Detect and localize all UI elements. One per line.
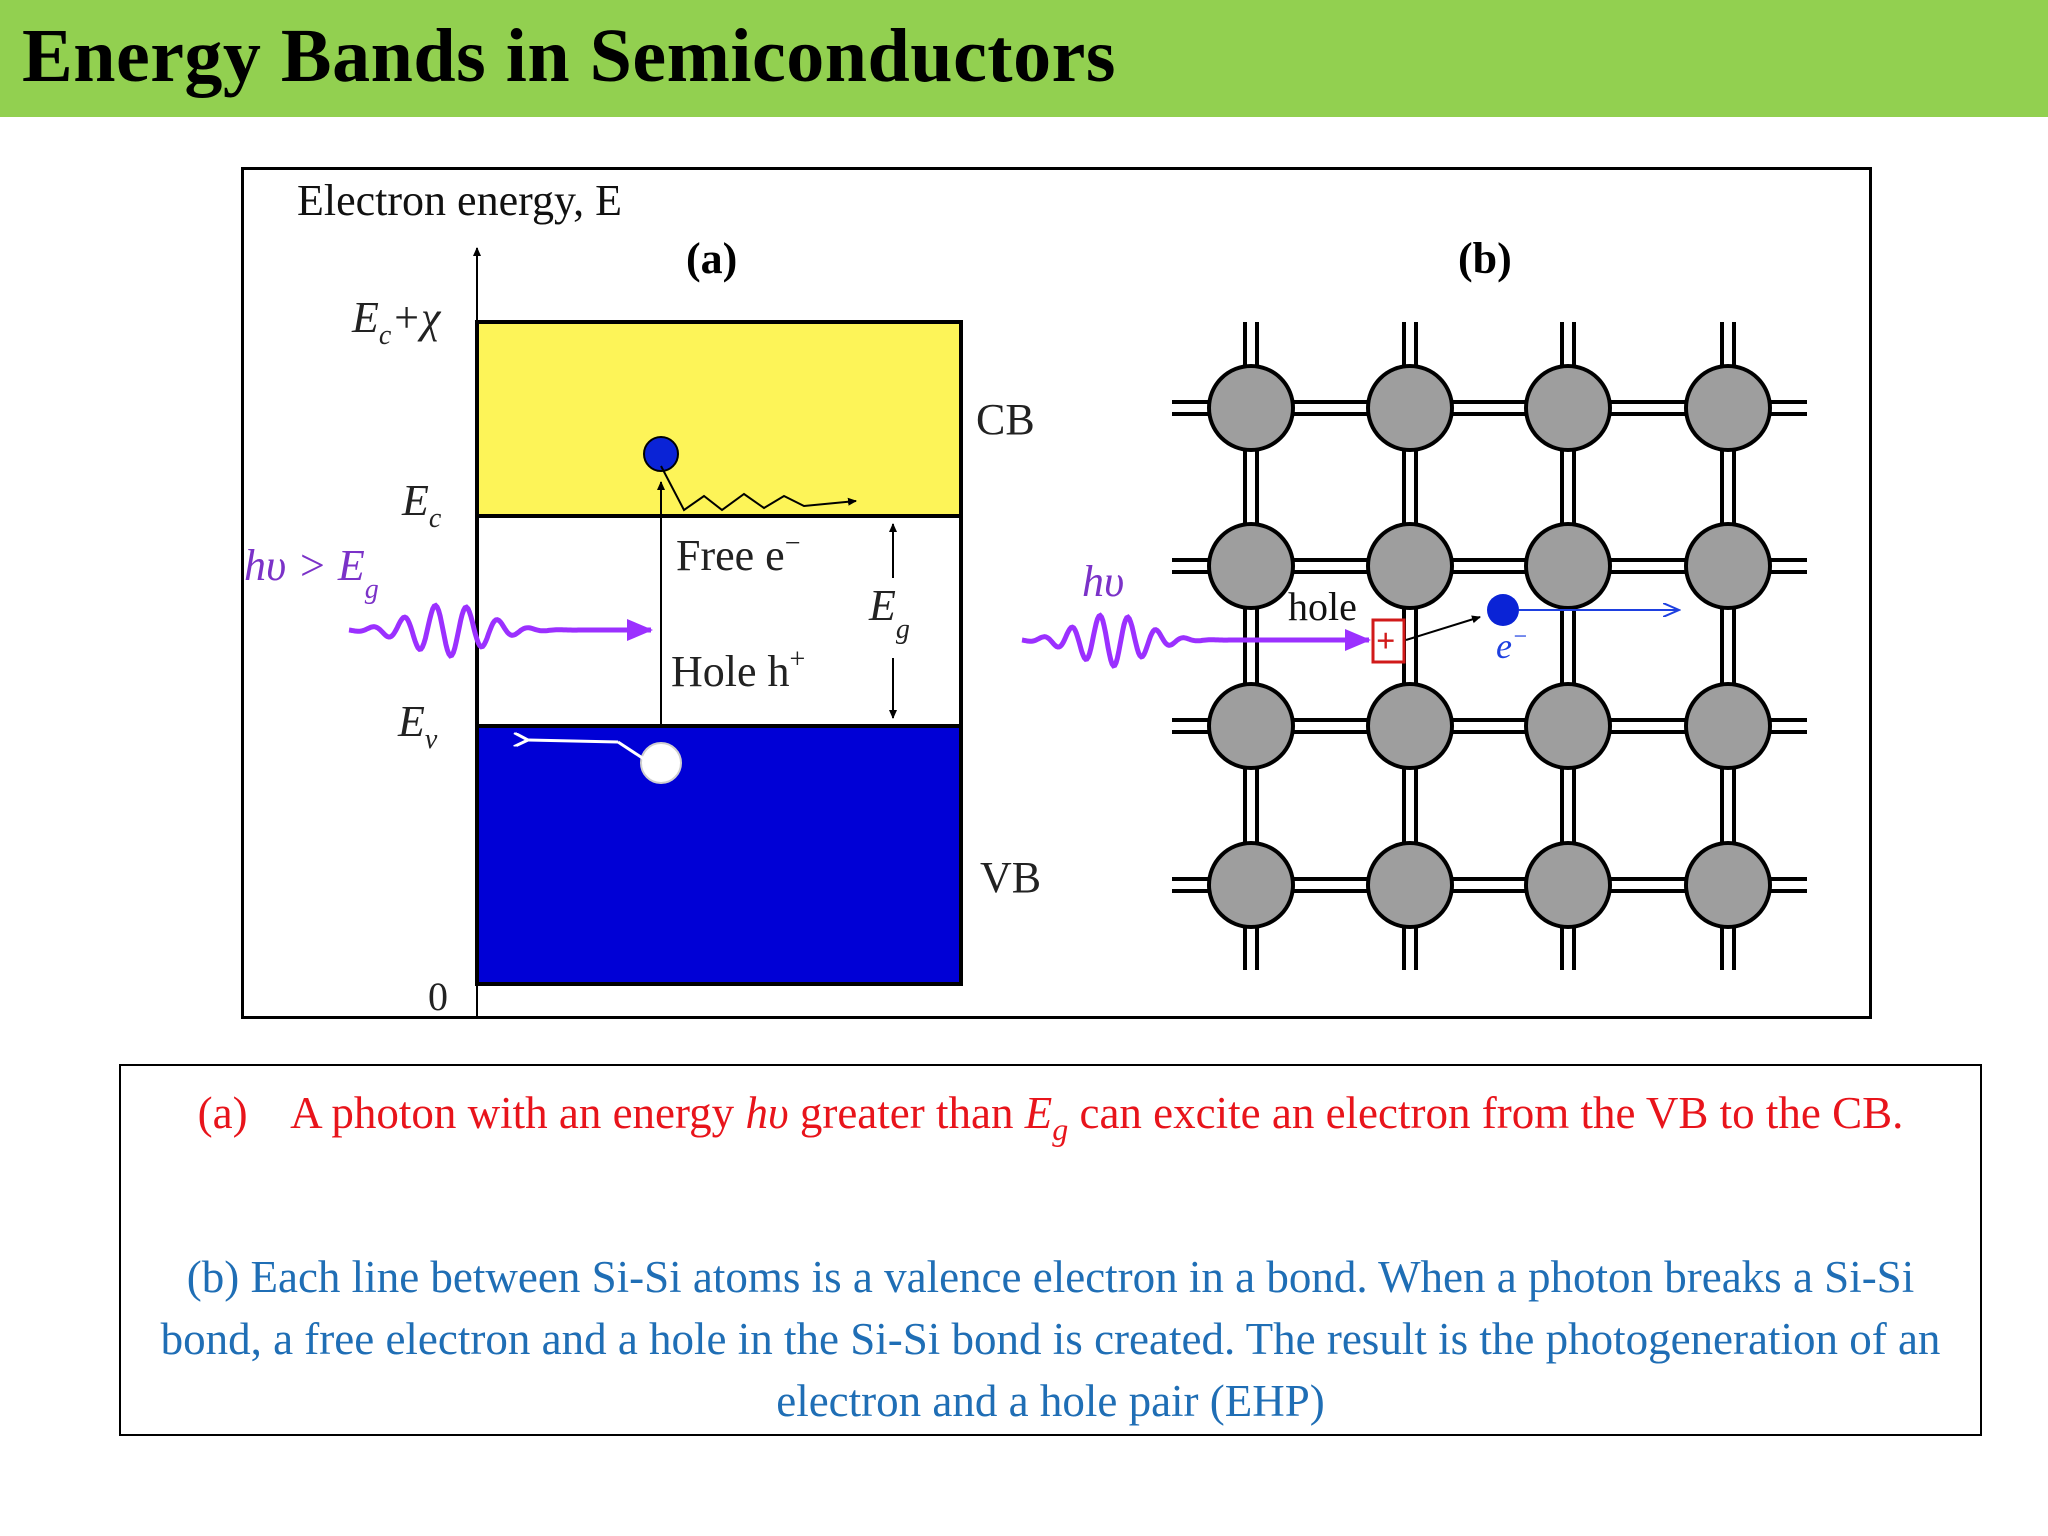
vb-label: VB [980, 853, 1041, 902]
svg-text:Ev: Ev [397, 697, 438, 755]
title-bar: Energy Bands in Semiconductors [0, 0, 2048, 117]
si-atom [1209, 843, 1293, 927]
free-electron-label: Free e− [676, 528, 801, 580]
caption-a-eg-sub: g [1052, 1111, 1068, 1147]
svg-text:hυ: hυ [1082, 557, 1124, 606]
si-atom [1526, 366, 1610, 450]
si-atom [1686, 684, 1770, 768]
caption-a-suffix: can excite an electron from the VB to th… [1068, 1088, 1903, 1138]
caption-a-mid: greater than [789, 1088, 1025, 1138]
caption-a-prefix: (a) A photon with an energy [198, 1088, 746, 1138]
valence-band [477, 726, 961, 984]
level-ev: Ev [397, 697, 438, 755]
si-atom [1368, 684, 1452, 768]
hole-label-b: hole [1288, 584, 1357, 629]
free-electron-b [1487, 594, 1519, 626]
si-atom [1526, 684, 1610, 768]
panel-a: Electron energy, E (a) CB VB Ec+χ Ec Ev … [244, 176, 1041, 1016]
si-atom [1368, 524, 1452, 608]
page-title: Energy Bands in Semiconductors [22, 18, 1116, 94]
hole-symbol: + [1376, 623, 1395, 660]
caption-a-eg: E [1025, 1088, 1053, 1138]
si-atom [1526, 524, 1610, 608]
svg-text:e−: e− [1496, 624, 1528, 666]
svg-text:Free e−: Free e− [676, 528, 801, 580]
panel-b-label: (b) [1458, 234, 1512, 283]
energy-band-figure: Electron energy, E (a) CB VB Ec+χ Ec Ev … [244, 170, 1869, 1016]
svg-text:Ec+χ: Ec+χ [351, 293, 442, 351]
electron-label-b: e− [1496, 624, 1528, 666]
hole-motion-arrow-shaft [528, 740, 618, 742]
hole-label: Hole h+ [671, 644, 805, 696]
level-zero: 0 [428, 974, 448, 1016]
silicon-lattice [1172, 322, 1807, 970]
panel-b: (b) hυ + hole e− [1022, 234, 1807, 970]
panel-a-label: (a) [686, 234, 737, 283]
si-atom [1368, 366, 1452, 450]
svg-text:Hole h+: Hole h+ [671, 644, 805, 696]
level-ec: Ec [401, 476, 442, 534]
caption-a: (a) A photon with an energy hυ greater t… [121, 1083, 1980, 1144]
axis-label: Electron energy, E [297, 176, 622, 225]
si-atom [1526, 843, 1610, 927]
si-atom [1686, 366, 1770, 450]
si-atom [1209, 366, 1293, 450]
level-ec-chi: Ec+χ [351, 293, 442, 351]
photon-label-a: hυ > Eg [244, 541, 379, 605]
figure-frame: Electron energy, E (a) CB VB Ec+χ Ec Ev … [241, 167, 1872, 1019]
hole [641, 743, 681, 783]
si-atom [1368, 843, 1452, 927]
si-atom [1209, 684, 1293, 768]
cb-label: CB [976, 395, 1035, 444]
si-atom [1686, 843, 1770, 927]
caption-b: (b) Each line between Si-Si atoms is a v… [141, 1246, 1960, 1432]
svg-text:hυ > Eg: hυ > Eg [244, 541, 379, 605]
caption-box: (a) A photon with an energy hυ greater t… [119, 1064, 1982, 1436]
conduction-band [477, 322, 961, 516]
free-electron [644, 437, 678, 471]
si-atom [1209, 524, 1293, 608]
svg-text:Ec: Ec [401, 476, 442, 534]
photon-label-b: hυ [1082, 557, 1124, 606]
si-atom [1686, 524, 1770, 608]
caption-a-hv: hυ [745, 1088, 788, 1138]
